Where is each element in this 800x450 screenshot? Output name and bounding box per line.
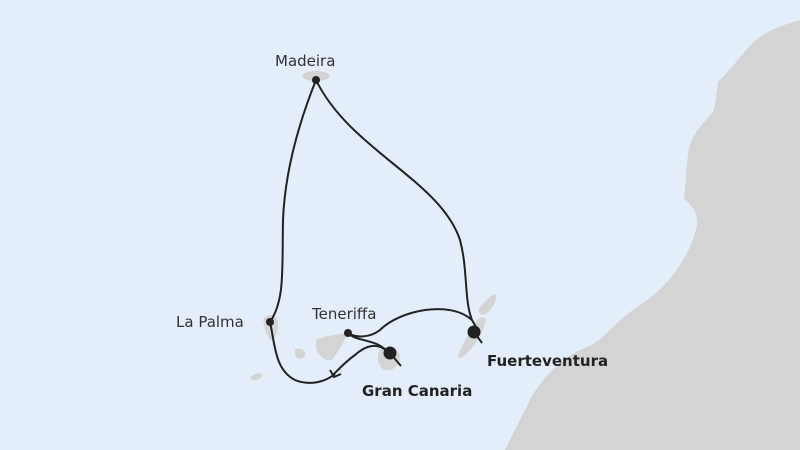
port-label-la-palma: La Palma: [176, 313, 244, 331]
port-label-gran-canaria: Gran Canaria: [362, 382, 473, 400]
port-label-fuerteventura: Fuerteventura: [487, 352, 609, 370]
port-dot-teneriffa: [344, 329, 352, 337]
port-dot-madeira: [312, 76, 320, 84]
port-label-teneriffa: Teneriffa: [312, 305, 377, 323]
port-dot-la-palma: [266, 318, 274, 326]
port-label-madeira: Madeira: [275, 52, 336, 70]
island-el-hierro: [250, 373, 263, 381]
island-la-gomera: [295, 348, 306, 359]
mainland-africa: [505, 20, 800, 450]
port-dot-fuerteventura: [467, 325, 481, 339]
port-dot-gran-canaria: [383, 346, 397, 360]
island-lanzarote: [478, 294, 497, 315]
island-teneriffa: [316, 333, 348, 361]
cruise-route: [269, 79, 483, 384]
